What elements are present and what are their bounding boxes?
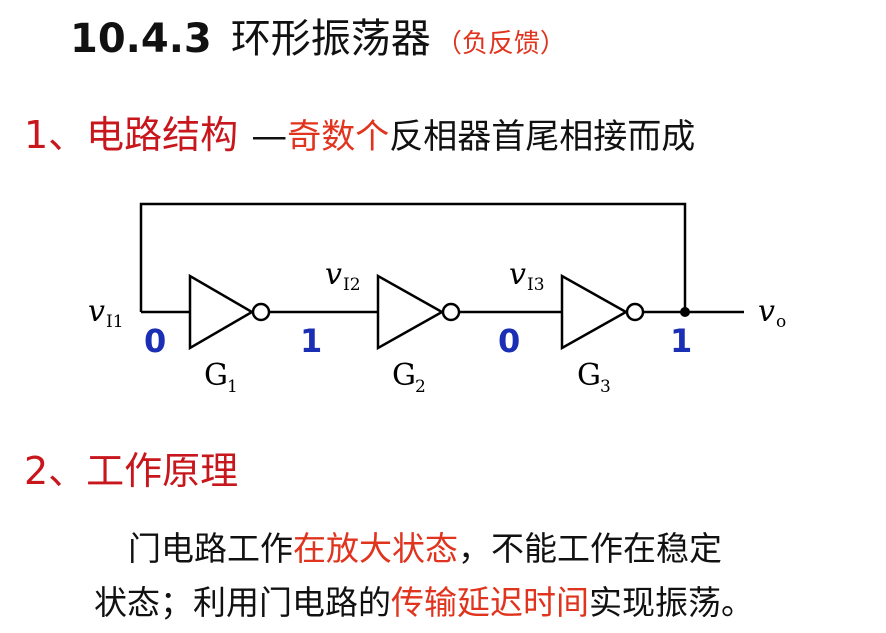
node-label-vi2: v — [325, 257, 342, 292]
part2-line2-a: 状态；利用门电路的 — [94, 583, 391, 622]
logic-level-2: 1 — [300, 322, 322, 360]
logic-level-1: 0 — [144, 322, 166, 360]
input-label: v — [88, 294, 105, 329]
ring-oscillator-diagram: v I1 v o v I2 v I3 G 1 G 2 G 3 0 1 0 1 — [72, 180, 808, 415]
gate-label-g3-sub: 3 — [600, 377, 611, 397]
output-label: v — [758, 294, 775, 329]
inverter-g2 — [376, 273, 461, 351]
part2-line1: 门电路工作在放大状态，不能工作在稳定 — [128, 522, 722, 570]
output-label-sub: o — [776, 312, 786, 332]
part2-line2: 状态；利用门电路的传输延迟时间实现振荡。 — [94, 576, 754, 624]
section-title-text: 环形振荡器 — [230, 16, 431, 62]
gate-label-g1-sub: 1 — [227, 377, 238, 397]
node-label-vi3: v — [509, 257, 526, 292]
section-note: （负反馈） — [435, 29, 566, 59]
section-number: 10.4.3 — [70, 16, 212, 62]
part1-description: 反相器首尾相接而成 — [389, 117, 696, 157]
circuit-svg: v I1 v o v I2 v I3 G 1 G 2 G 3 0 1 0 1 — [88, 202, 786, 397]
feedback-wire — [139, 202, 687, 312]
part2-line1-b: ，不能工作在稳定 — [458, 529, 722, 568]
junction-dot — [680, 307, 690, 317]
part1-heading: 1、电路结构 — [24, 113, 239, 157]
part1-line: 1、电路结构 —奇数个反相器首尾相接而成 — [24, 104, 695, 159]
logic-level-3: 0 — [498, 322, 520, 360]
inverter-g3 — [560, 273, 645, 351]
gate-label-g2: G — [392, 358, 416, 393]
node-label-vi2-sub: I2 — [343, 275, 361, 295]
part1-dash: — — [251, 116, 288, 157]
part2-line1-a: 门电路工作 — [128, 529, 293, 568]
part1-emphasis: 奇数个 — [287, 117, 390, 157]
section-title: 10.4.3 环形振荡器 （负反馈） — [70, 6, 566, 64]
logic-level-4: 1 — [670, 322, 692, 360]
gate-label-g1: G — [204, 358, 228, 393]
node-label-vi3-sub: I3 — [527, 275, 545, 295]
part2-heading: 2、工作原理 — [24, 449, 239, 493]
input-label-sub: I1 — [106, 312, 124, 332]
part2-line2-highlight: 传输延迟时间 — [391, 583, 589, 622]
inverter-g1 — [188, 273, 271, 351]
part2-line2-b: 实现振荡。 — [589, 583, 754, 622]
gate-label-g2-sub: 2 — [415, 377, 426, 397]
gate-label-g3: G — [577, 358, 601, 393]
part2-line1-highlight: 在放大状态 — [293, 529, 458, 568]
